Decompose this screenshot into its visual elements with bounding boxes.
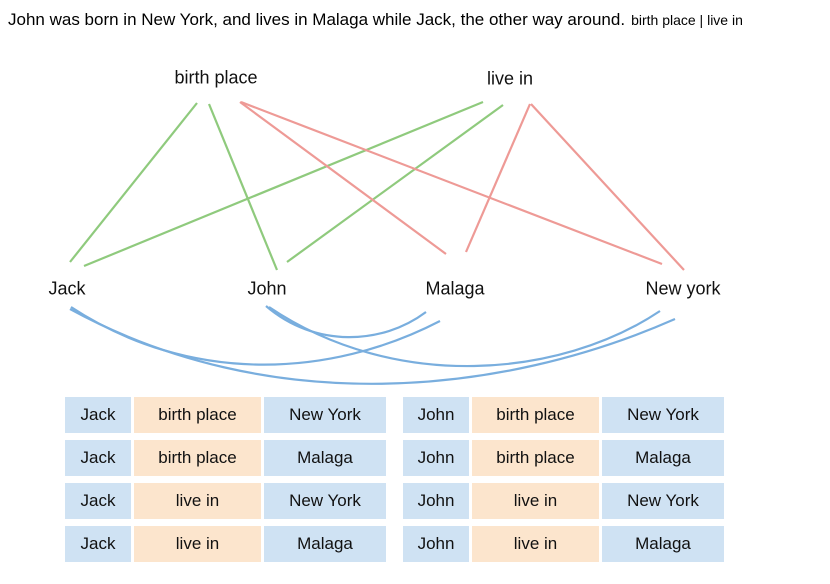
relation-cell: birth place <box>472 440 599 476</box>
edge-jack-to-new-york <box>69 308 676 385</box>
object-cell: Malaga <box>602 440 724 476</box>
subject-cell: John <box>403 483 469 519</box>
entity-node-john: John <box>247 278 287 299</box>
object-cell: New York <box>264 483 386 519</box>
sentence-text: John was born in New York, and lives in … <box>8 10 626 29</box>
triples-table-jack: Jack birth place New York Jack birth pla… <box>65 397 386 569</box>
edge-john-to-new-york <box>268 306 661 368</box>
subject-cell: John <box>403 526 469 562</box>
relation-cell: birth place <box>472 397 599 433</box>
entity-node-jack: Jack <box>48 278 86 299</box>
edge-birth-place-to-malaga <box>239 101 447 255</box>
subject-cell: Jack <box>65 526 131 562</box>
table-row: John live in New York <box>403 483 724 519</box>
relation-cell: live in <box>472 526 599 562</box>
relation-node-birth-place: birth place <box>174 67 258 88</box>
table-row: Jack live in New York <box>65 483 386 519</box>
entity-node-malaga: Malaga <box>425 278 485 299</box>
edge-birth-place-to-new-york <box>240 100 663 266</box>
table-row: John live in Malaga <box>403 526 724 562</box>
triples-table-john: John birth place New York John birth pla… <box>403 397 724 569</box>
subject-cell: John <box>403 440 469 476</box>
table-row: Jack birth place New York <box>65 397 386 433</box>
relation-cell: birth place <box>134 440 261 476</box>
subject-cell: Jack <box>65 397 131 433</box>
table-row: John birth place New York <box>403 397 724 433</box>
relation-cell: birth place <box>134 397 261 433</box>
object-cell: Malaga <box>264 440 386 476</box>
subject-cell: Jack <box>65 483 131 519</box>
object-cell: New York <box>602 397 724 433</box>
edge-live-in-to-malaga <box>464 103 532 253</box>
relations-note: birth place | live in <box>631 12 743 28</box>
table-row: Jack live in Malaga <box>65 526 386 562</box>
object-cell: Malaga <box>264 526 386 562</box>
relation-cell: live in <box>134 526 261 562</box>
edge-live-in-to-new-york <box>530 103 685 271</box>
subject-cell: Jack <box>65 440 131 476</box>
edge-john-to-malaga <box>265 305 427 339</box>
relation-cell: live in <box>472 483 599 519</box>
edge-jack-to-live-in <box>83 100 484 268</box>
sentence-line: John was born in New York, and lives in … <box>8 10 743 30</box>
table-row: John birth place Malaga <box>403 440 724 476</box>
subject-cell: John <box>403 397 469 433</box>
table-row: Jack birth place Malaga <box>65 440 386 476</box>
edge-john-to-live-in <box>286 104 504 263</box>
edge-john-to-birth-place <box>207 103 279 271</box>
object-cell: New York <box>264 397 386 433</box>
relation-cell: live in <box>134 483 261 519</box>
object-cell: New York <box>602 483 724 519</box>
relation-node-live-in: live in <box>486 68 534 89</box>
object-cell: Malaga <box>602 526 724 562</box>
entity-node-new-york: New york <box>645 278 721 299</box>
edge-jack-to-birth-place <box>69 102 198 263</box>
